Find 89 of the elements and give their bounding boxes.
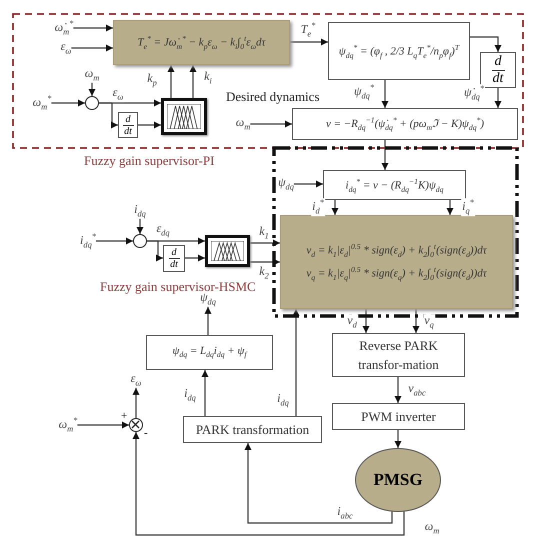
signal-label: ψ$_{dq}$ (200, 291, 216, 307)
arrow (202, 370, 208, 416)
fuzzy-controller-block (205, 235, 250, 267)
arrow (204, 306, 212, 335)
signal-label: ω$_{m}$ (236, 116, 250, 132)
fraction-text: d (122, 114, 134, 126)
arrow (185, 254, 205, 262)
signal-label: i$_{dq}$ (134, 203, 146, 219)
process-box (292, 108, 518, 140)
arrow (99, 102, 118, 128)
process-box (183, 416, 322, 443)
arrow (382, 140, 388, 170)
arrow (292, 309, 300, 416)
equation: v$_{q}$ = k$_{1}$|ε$_{q}$|$^{0.5}$ * sign(ε$_{q}$) + k$_{2}$∫$_{0}$$^{t}$(sign(ε$_{d}$))dτ (306, 265, 487, 282)
equation: T$_{e}$$^{*}$ = Jω̇$_{m}$$^{*}$ − k$_{p}$ε$_{ω}$ − k$_{i}$∫$_{0}$$^{t}$ε$_{ω}$dτ (138, 34, 266, 51)
block-text: ψ$_{dq}$$^{*}$ = (φ$_{f}$ , 2/3 L$_{q}$T$_{e}$$^{*}$/n$_{p}$φ$_{f}$)$^{T}$ (338, 42, 460, 60)
block-text: v = −R$_{dq}$$^{−1}$(ψ̇$_{dq}$$^{*}$ + (pω$_{m}$ℑ − K)ψ$_{dq}$$^{*}$) (324, 115, 486, 133)
arrow (250, 258, 280, 266)
process-box (332, 403, 465, 430)
arrow (294, 180, 323, 188)
arrow (250, 240, 280, 246)
block-text: PWM inverter (360, 408, 437, 426)
signal-label: ω$_{m}$ (84, 67, 100, 83)
arrow (494, 88, 502, 108)
block-text: Reverse PARK transfor-mation (357, 336, 440, 374)
edge-label: v$_{d}$ (346, 314, 358, 330)
controller-block (113, 20, 290, 65)
arrow (382, 80, 388, 108)
arrow (190, 65, 196, 98)
edge-label: i$_{dq}$ (183, 387, 197, 403)
annotation-text: Desired dynamics (226, 89, 320, 105)
derivative-block (163, 245, 185, 272)
arrow (394, 430, 402, 448)
arrow (132, 388, 140, 418)
arrow (412, 309, 420, 333)
arrow (332, 200, 338, 215)
process-box (332, 333, 465, 377)
arrow (250, 120, 292, 128)
fuzzy-controller-block (161, 98, 207, 135)
derivative-block (118, 112, 138, 138)
signal-label: ψ$_{dq}$ (278, 176, 294, 192)
edge-label: i$_{dq}$ (276, 392, 290, 408)
arrow (168, 65, 174, 98)
controller-block (280, 215, 513, 309)
edge-label: i$_{abc}$ (336, 505, 354, 521)
edge-label: k$_{p}$ (146, 72, 158, 88)
summing-junction (85, 96, 99, 110)
arrow (394, 377, 402, 403)
signal-label: ε$_{ω}$ (60, 40, 72, 56)
signal-label: ε$_{ω}$ (130, 372, 142, 388)
arrow (51, 100, 85, 106)
arrow (290, 38, 328, 46)
arrow (446, 200, 454, 215)
block-text: PMSG (373, 470, 423, 490)
block-text: PARK transformation (194, 420, 310, 439)
arrow (73, 24, 113, 32)
sign-label: + (121, 410, 128, 422)
arrow (362, 309, 370, 333)
fraction-text: dt (124, 126, 132, 136)
arrow (244, 443, 393, 524)
arrow (71, 44, 113, 52)
arrow (77, 422, 129, 428)
arrow (470, 36, 502, 52)
edge-label: k$_{2}$ (258, 265, 270, 281)
group-caption: Fuzzy gain supervisor-PI (84, 153, 214, 169)
arrow (96, 238, 133, 244)
summing-junction (133, 234, 147, 248)
dash-dot-frame (272, 146, 519, 318)
fraction-text: d (492, 54, 504, 70)
arrow (147, 240, 163, 262)
fraction-text: dt (170, 259, 178, 270)
block-text: ψ$_{dq}$ = L$_{dq}$i$_{dq}$ + ψ$_{f}$ (172, 345, 248, 360)
arrow (132, 432, 405, 536)
process-box (323, 170, 466, 200)
fraction-text: dt (492, 70, 504, 86)
arrow (136, 218, 144, 234)
annotation-text: Fuzzy gain supervisor-HSMC (100, 279, 256, 294)
process-box (328, 22, 470, 80)
block-text: i$_{dq}$$^{*}$ = v − (R$_{dq}$$^{−1}$K)ψ$_{dq}$ (344, 176, 444, 194)
equation: v$_{d}$ = k$_{1}$|ε$_{d}$|$^{0.5}$ * sign(ε$_{d}$) + k$_{2}$∫$_{0}$$^{t}$(sign(ε$_{d}$))dτ (306, 242, 487, 259)
edge-label: k$_{1}$ (258, 225, 270, 241)
fraction-text: d (168, 247, 180, 259)
derivative-block (480, 52, 516, 88)
sign-label: - (144, 427, 148, 439)
process-box (146, 335, 273, 370)
arrow (138, 122, 161, 128)
edge-label: v$_{q}$ (423, 314, 435, 330)
edge-label: k$_{i}$ (203, 70, 213, 86)
arrow (88, 82, 96, 96)
